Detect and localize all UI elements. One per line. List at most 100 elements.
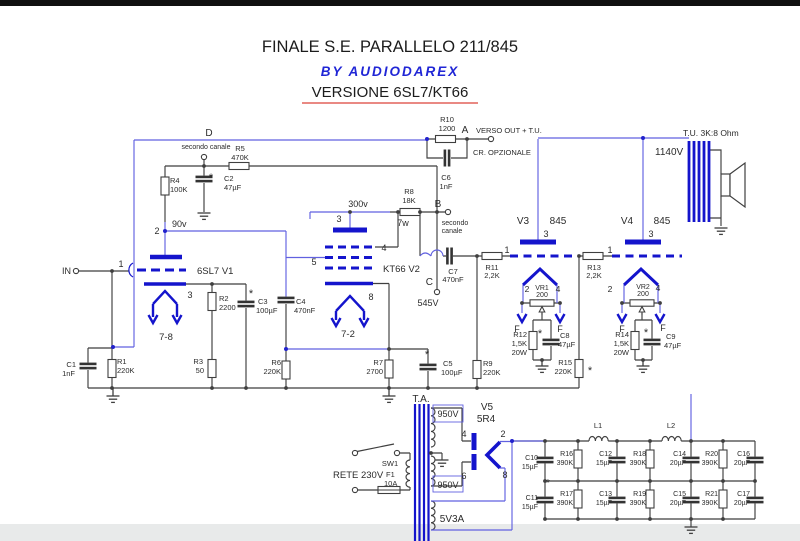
label-r10-val: 1200	[439, 124, 456, 133]
label-c5-ref: C5	[443, 359, 453, 368]
v3-filament-arrow-right	[554, 312, 566, 324]
label-f-v4-left: F	[619, 324, 625, 334]
label-c11-ref: C11	[526, 495, 538, 502]
ground-c2	[196, 212, 212, 221]
label-a-terminal: A	[462, 125, 469, 136]
label-r18-val: 390K	[630, 460, 647, 467]
switch-lever	[356, 443, 395, 453]
ground-v3-bias	[534, 365, 550, 374]
wire-d-line	[113, 139, 427, 348]
label-f-v3-left: F	[514, 324, 520, 334]
label-r19-ref: R19	[633, 491, 646, 498]
ta-950-bot-coil	[430, 455, 436, 487]
capacitor-c7	[446, 247, 453, 265]
junction-dots-black	[110, 137, 757, 521]
label-c9-val: 47µF	[664, 341, 682, 350]
mains-terminal-bottom	[351, 486, 359, 494]
label-r9-val: 220K	[483, 368, 501, 377]
label-r15-val: 220K	[554, 367, 572, 376]
resistor-r4	[160, 176, 170, 196]
tube-5r4-v5	[471, 433, 502, 470]
label-r15-ref: R15	[558, 358, 572, 367]
v4-filament	[622, 266, 660, 287]
label-c17-ref: C17	[737, 491, 750, 498]
label-heater-kt66: 7-2	[341, 329, 355, 340]
sw1-terminal-left	[351, 449, 359, 457]
inductor-l2	[661, 435, 682, 442]
v5-filament	[484, 440, 502, 470]
label-v1-anode-voltage: 90v	[172, 219, 187, 229]
label-r3-ref: R3	[193, 357, 203, 366]
capacitor-c8	[542, 338, 560, 346]
resistor-r7	[384, 359, 394, 379]
label-r17-ref: R17	[560, 491, 573, 498]
mains-input	[351, 449, 401, 495]
label-r12-ref: R12	[513, 330, 527, 339]
wire-v1-plate-coupling	[164, 222, 389, 350]
label-secondo-b2: canale	[442, 228, 463, 235]
wire-crossover-hop	[419, 249, 444, 257]
label-pin8-kt66: 8	[368, 292, 373, 302]
wire-300v-node	[309, 211, 390, 228]
top-letterbox-bar	[0, 0, 800, 6]
label-r11-ref: R11	[485, 263, 498, 272]
label-r13-ref: R13	[587, 263, 601, 272]
label-r21-val: 390K	[702, 500, 719, 507]
label-tube-kt66-name: KT66 V2	[383, 264, 420, 275]
label-c9-ref: C9	[666, 332, 676, 341]
label-c6-ref: C6	[441, 173, 451, 182]
label-r5-val: 470K	[231, 153, 249, 162]
label-r17-val: 390K	[557, 500, 574, 507]
label-tu-name: T.U. 3K:8 Ohm	[683, 128, 739, 138]
wire-filament-legs	[521, 285, 661, 313]
label-r18-ref: R18	[633, 451, 646, 458]
wire-mains-rectifier	[357, 407, 471, 491]
label-c2-polarity: *	[209, 172, 214, 184]
label-c7-val: 470nF	[442, 275, 464, 284]
label-c2-ref: C2	[224, 174, 234, 183]
v3-filament	[521, 266, 559, 287]
label-vr1-val: 200	[536, 292, 548, 299]
label-sw1-ref: SW1	[382, 459, 398, 468]
v4-filament-arrow-left	[616, 312, 628, 324]
sw1-terminal-right	[393, 449, 401, 457]
resistor-r14	[630, 330, 640, 351]
label-r9-ref: R9	[483, 359, 493, 368]
resistor-r18	[645, 449, 655, 469]
label-pin3-v4: 3	[648, 229, 653, 239]
label-heater-6sl7: 7-8	[159, 332, 173, 343]
label-in-terminal: IN	[62, 266, 71, 276]
label-f-v4-right: F	[660, 323, 666, 333]
label-pin3-kt66: 3	[336, 214, 341, 224]
label-r21-ref: R21	[705, 491, 718, 498]
label-d-terminal: D	[205, 128, 212, 139]
label-tube-v5-name: V5	[481, 402, 494, 413]
label-r2-ref: R2	[219, 294, 229, 303]
label-r14-val: 1,5K	[614, 339, 629, 348]
label-vr2-val: 200	[637, 291, 649, 298]
terminal-in	[72, 267, 80, 275]
label-c5-polarity: *	[425, 349, 430, 361]
resistor-r15	[574, 358, 584, 379]
label-tube-v5-type: 5R4	[477, 414, 496, 425]
label-c10-val: 15µF	[522, 464, 538, 471]
label-ta-name: T.A.	[412, 394, 429, 405]
label-c14-val: 20µF	[670, 460, 686, 467]
label-c9-polarity: *	[644, 327, 649, 339]
label-c15-val: 20µF	[670, 500, 686, 507]
label-tube-v4-type: 845	[654, 216, 671, 227]
label-r20-ref: R20	[705, 451, 718, 458]
v1-heater	[151, 289, 179, 317]
label-pin3-6sl7: 3	[187, 290, 192, 300]
capacitor-c1	[79, 362, 97, 370]
resistor-r6	[281, 360, 291, 380]
capacitor-c3	[237, 300, 255, 308]
label-winding-5v: 5V3A	[440, 514, 465, 525]
ta-primary-coil	[405, 459, 411, 488]
bottom-gray-band	[0, 524, 800, 541]
resistor-r1	[107, 358, 117, 379]
terminal-secondo-canale	[200, 153, 208, 161]
terminal-a-out	[487, 135, 495, 143]
ta-5v-coil	[430, 500, 436, 531]
